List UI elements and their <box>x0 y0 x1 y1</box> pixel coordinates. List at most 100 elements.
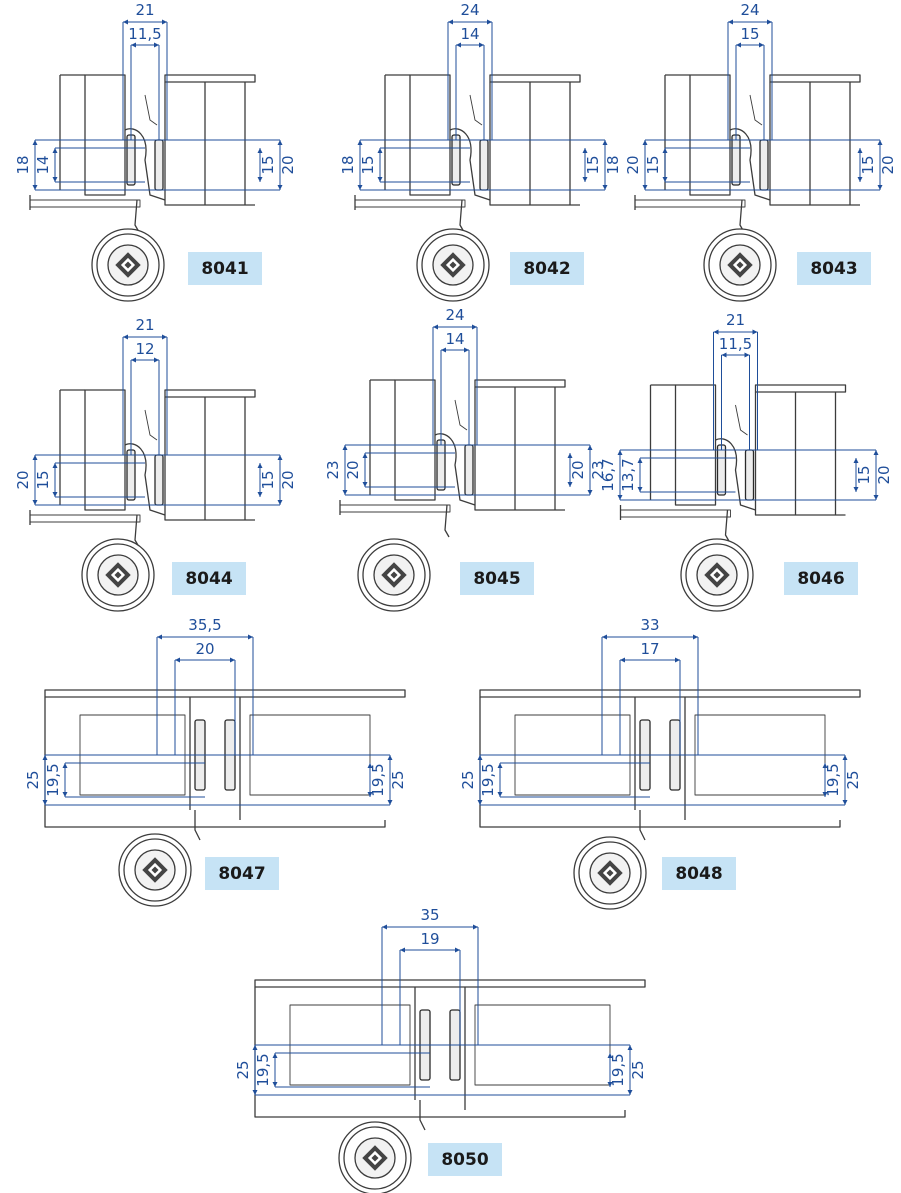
dim-top-outer: 35,5 <box>188 616 221 634</box>
roller-wheel-icon <box>416 228 490 302</box>
roller-wheel-icon <box>680 538 754 612</box>
dim-right-inner: 20 <box>569 460 587 479</box>
dim-left-outer: 23 <box>324 460 342 479</box>
profile-code-label: 8042 <box>510 252 584 285</box>
dim-right-inner: 15 <box>584 155 602 174</box>
dim-top-inner: 12 <box>135 340 154 358</box>
dim-right-outer: 20 <box>279 470 297 489</box>
profile-section <box>29 74 256 233</box>
dim-top-inner: 11,5 <box>719 335 752 353</box>
dim-left-inner: 15 <box>34 470 52 489</box>
dim-right-inner: 15 <box>259 470 277 489</box>
dim-top-outer: 21 <box>726 311 745 329</box>
dim-top-inner: 14 <box>445 330 464 348</box>
dim-top-outer: 33 <box>640 616 659 634</box>
profile-code-label: 8048 <box>662 857 736 890</box>
profile-section <box>339 379 566 538</box>
dim-right-outer: 25 <box>844 770 862 789</box>
dim-left-outer: 20 <box>624 155 642 174</box>
dim-right-outer: 25 <box>389 770 407 789</box>
dim-right-outer: 20 <box>875 465 893 484</box>
dim-top-outer: 24 <box>460 1 479 19</box>
dim-right-outer: 20 <box>879 155 897 174</box>
roller-wheel-icon <box>573 836 647 910</box>
roller-wheel-icon <box>703 228 777 302</box>
dim-top-inner: 17 <box>640 640 659 658</box>
dim-top-inner: 19 <box>420 930 439 948</box>
profile-section <box>254 979 646 1131</box>
dim-right-inner: 15 <box>259 155 277 174</box>
dimension-lines <box>477 634 848 806</box>
profile-section <box>634 74 861 233</box>
dim-right-outer: 25 <box>629 1060 647 1079</box>
dimension-lines <box>357 19 608 191</box>
dimension-lines <box>342 324 593 496</box>
dimension-lines <box>252 924 633 1096</box>
profile-section <box>354 74 581 233</box>
dim-right-inner: 19,5 <box>609 1053 627 1086</box>
dim-top-outer: 35 <box>420 906 439 924</box>
roller-wheel-icon <box>357 538 431 612</box>
dim-left-inner: 15 <box>644 155 662 174</box>
roller-wheel-icon <box>118 833 192 907</box>
dim-left-outer: 18 <box>339 155 357 174</box>
dimension-lines <box>32 19 283 191</box>
dim-top-outer: 24 <box>740 1 759 19</box>
dim-left-inner: 20 <box>344 460 362 479</box>
profile-code-label: 8046 <box>784 562 858 595</box>
dim-left-outer: 25 <box>24 770 42 789</box>
dimension-lines <box>617 329 879 501</box>
profile-section <box>29 389 256 548</box>
dim-top-outer: 24 <box>445 306 464 324</box>
profile-code-label: 8044 <box>172 562 246 595</box>
profile-section <box>44 689 406 841</box>
roller-wheel-icon <box>81 538 155 612</box>
dim-left-outer: 25 <box>459 770 477 789</box>
dim-left-inner: 13,7 <box>619 458 637 491</box>
profile-code-label: 8045 <box>460 562 534 595</box>
dim-right-outer: 23 <box>589 460 607 479</box>
dim-top-inner: 14 <box>460 25 479 43</box>
dim-right-inner: 19,5 <box>824 763 842 796</box>
dim-left-outer: 25 <box>234 1060 252 1079</box>
dim-right-inner: 15 <box>855 465 873 484</box>
dim-top-outer: 21 <box>135 316 154 334</box>
profile-section <box>619 384 847 543</box>
dim-right-inner: 15 <box>859 155 877 174</box>
dimension-lines <box>42 634 393 806</box>
dimension-lines <box>642 19 883 191</box>
dim-top-inner: 11,5 <box>128 25 161 43</box>
profile-section <box>479 689 861 841</box>
dim-left-outer: 18 <box>14 155 32 174</box>
dim-left-inner: 19,5 <box>254 1053 272 1086</box>
dim-right-inner: 19,5 <box>369 763 387 796</box>
dim-left-outer: 20 <box>14 470 32 489</box>
dim-left-inner: 19,5 <box>479 763 497 796</box>
profile-code-label: 8050 <box>428 1143 502 1176</box>
roller-wheel-icon <box>338 1121 412 1193</box>
dimension-lines <box>32 334 283 506</box>
dim-left-inner: 19,5 <box>44 763 62 796</box>
dim-top-inner: 20 <box>195 640 214 658</box>
dim-top-outer: 21 <box>135 1 154 19</box>
profile-code-label: 8043 <box>797 252 871 285</box>
dim-left-inner: 14 <box>34 155 52 174</box>
dim-right-outer: 18 <box>604 155 622 174</box>
dim-left-inner: 15 <box>359 155 377 174</box>
profile-code-label: 8041 <box>188 252 262 285</box>
dim-left-outer: 16,7 <box>599 458 617 491</box>
dim-top-inner: 15 <box>740 25 759 43</box>
profile-code-label: 8047 <box>205 857 279 890</box>
roller-wheel-icon <box>91 228 165 302</box>
dim-right-outer: 20 <box>279 155 297 174</box>
